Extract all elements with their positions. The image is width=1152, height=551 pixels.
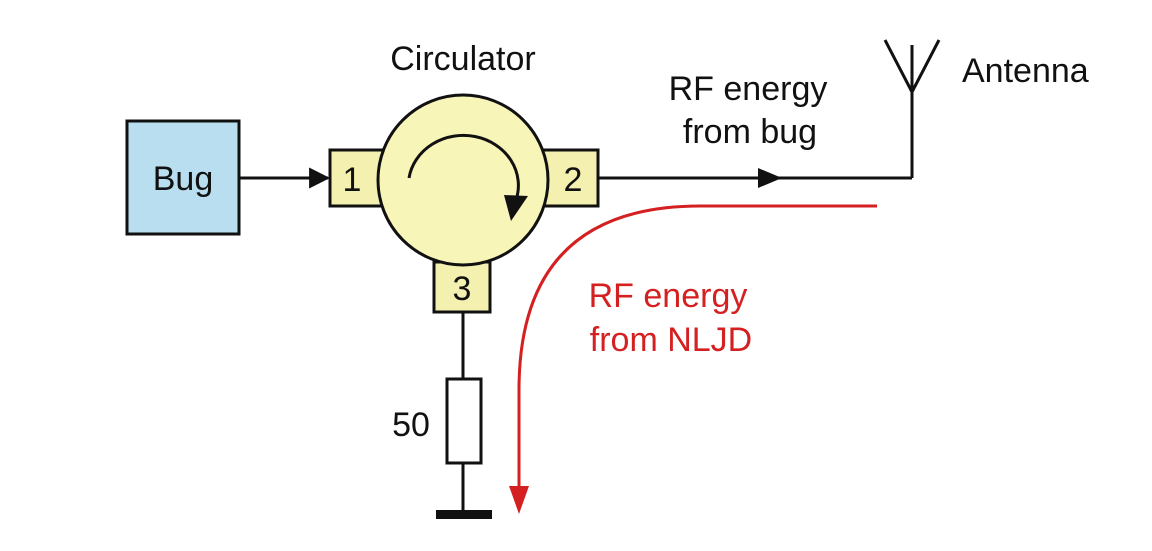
circulator-body	[376, 93, 550, 267]
resistor-value-label: 50	[392, 406, 430, 444]
antenna-label: Antenna	[962, 52, 1089, 90]
antenna-icon	[883, 39, 941, 93]
port-2-label: 2	[564, 161, 583, 199]
rf-nljd-label-line2: from NLJD	[590, 321, 752, 359]
bug-label: Bug	[153, 160, 214, 198]
rf-nljd-arrow-icon	[509, 486, 529, 514]
port-1-label: 1	[343, 161, 362, 199]
rf-bug-label-line2: from bug	[683, 113, 817, 151]
circulator-ports	[328, 148, 600, 314]
circulator-title: Circulator	[390, 40, 535, 78]
rf-nljd-label-line1: RF energy	[589, 277, 748, 315]
rf-bug-arrow-icon	[758, 168, 782, 188]
bug-block: Bug	[125, 119, 241, 236]
circulation-arrow-icon	[407, 133, 528, 221]
rf-bug-label-line1: RF energy	[669, 70, 828, 108]
resistor	[445, 377, 483, 465]
bug-box	[125, 119, 241, 236]
rf-nljd-path	[509, 204, 877, 514]
port-3-label: 3	[453, 270, 472, 308]
ground-icon	[436, 510, 492, 519]
